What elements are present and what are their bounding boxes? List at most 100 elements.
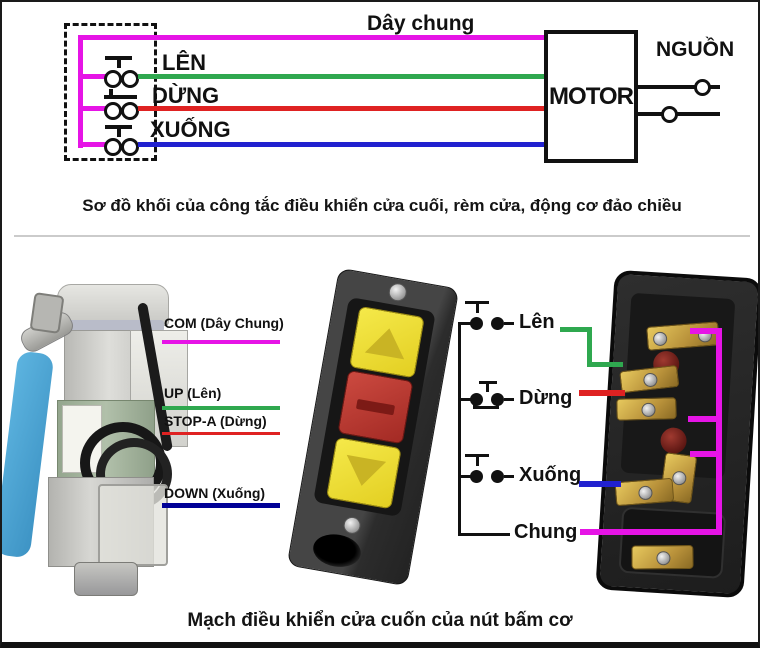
schematic-up-contact-right: [491, 317, 504, 330]
down-arrow-icon: [341, 454, 387, 490]
schematic-up-label: Lên: [519, 311, 555, 333]
schematic-down-lead: [504, 475, 514, 478]
stop-wire-label: DỪNG: [152, 83, 220, 108]
power-connector-top: [694, 79, 711, 96]
switch-body: [286, 267, 460, 587]
terminal-screw-stop: [641, 402, 656, 418]
common-wire-title: Dây chung: [367, 12, 475, 35]
up-button-actuator-cap: [105, 56, 132, 60]
power-source-label: NGUỒN: [656, 38, 735, 61]
up-jumper-seg3: [587, 362, 623, 367]
common-stub-up: [80, 74, 107, 79]
stop-legend-label: STOP-A (Dừng): [164, 413, 267, 429]
schematic-common-label: Chung: [514, 521, 578, 543]
terminal-lug-bottom: [631, 544, 694, 570]
up-button-actuator-stem: [117, 59, 121, 68]
up-wire-label: LÊN: [162, 50, 206, 75]
terminal-screw-up: [642, 372, 659, 388]
section-divider: [14, 235, 750, 237]
motor-clear-cover: [98, 484, 168, 566]
common-bus-stub-mid1: [688, 416, 722, 422]
stop-button-bridge: [104, 95, 137, 99]
down-wire: [138, 142, 545, 147]
schematic-up-contact-left: [470, 317, 483, 330]
schematic-stop-label: Dừng: [519, 387, 573, 409]
schematic-common-line: [458, 533, 510, 536]
switch-bottom-screw: [342, 515, 362, 536]
motor-clamp-hook: [29, 292, 65, 334]
bottom-caption: Mạch điều khiển cửa cuốn của nút bấm cơ: [187, 610, 573, 631]
down-wire-label: XUỐNG: [150, 117, 231, 142]
power-line-bottom: [638, 112, 720, 116]
common-stub-stop: [80, 106, 107, 111]
schematic-stop-lead: [504, 398, 514, 401]
stop-bar-icon: [355, 398, 396, 416]
motor-blue-strap: [2, 350, 55, 559]
common-stub-down: [80, 142, 107, 147]
block-diagram-caption: Sơ đồ khối của công tắc điều khiển cửa c…: [82, 196, 682, 215]
switch-button-panel: [313, 296, 436, 518]
common-bus-stub-mid2: [690, 451, 722, 457]
schematic-stop-contact-right: [491, 393, 504, 406]
cable-hole: [310, 530, 364, 571]
terminal-screw-top-left: [652, 331, 668, 347]
common-bus-stub-top: [690, 328, 722, 334]
stop-button-contact-left: [104, 102, 122, 120]
motor-top-cap: [57, 284, 169, 326]
common-jumper-horizontal: [580, 529, 722, 535]
com-wire-label: COM (Dây Chung): [164, 315, 284, 331]
stop-legend-underline: [162, 432, 280, 435]
schematic-down-stub: [458, 475, 474, 478]
motor-bottom-bracket: [74, 562, 138, 596]
terminal-lug-down: [614, 477, 675, 507]
down-legend-label: DOWN (Xuống): [164, 485, 266, 501]
schematic-bus-vertical: [458, 322, 461, 536]
schematic-down-contact-right: [491, 470, 504, 483]
common-wire-horizontal: [78, 35, 545, 40]
stop-jumper: [579, 390, 625, 396]
up-wire: [138, 74, 545, 79]
terminal-lug-stop: [616, 397, 677, 421]
terminal-screw-center: [671, 470, 688, 487]
schematic-stop-actuator-stem: [486, 381, 489, 392]
switch-top-screw: [387, 281, 409, 303]
switch-back-photo: [595, 266, 758, 599]
stop-button-contact-right: [121, 102, 139, 120]
schematic-up-lead: [504, 322, 514, 325]
up-arrow-icon: [364, 324, 410, 360]
common-wire-vertical: [78, 35, 83, 148]
motor-label: MOTOR: [549, 82, 634, 110]
up-jumper-seg2: [587, 327, 592, 367]
up-jumper-seg1: [560, 327, 592, 332]
common-bus-vertical: [716, 328, 722, 535]
schematic-up-actuator-stem: [476, 301, 479, 313]
terminal-screw-bottom: [656, 551, 671, 566]
power-line-top: [638, 85, 720, 89]
down-button-actuator-cap: [105, 125, 132, 129]
motor-neck-ring: [60, 320, 164, 332]
up-arrow-button: [349, 305, 425, 379]
schematic-down-contact-left: [470, 470, 483, 483]
schematic-down-label: Xuống: [519, 464, 582, 486]
schematic-down-actuator-stem: [476, 454, 479, 466]
terminal-screw-down: [637, 485, 653, 501]
power-connector-bottom: [661, 106, 678, 123]
schematic-stop-closed-bridge: [473, 400, 499, 409]
up-legend-underline: [162, 406, 280, 410]
down-legend-underline: [162, 503, 280, 508]
motor-box: MOTOR: [544, 30, 638, 163]
stop-wire: [138, 106, 545, 111]
stop-button-bridge-stem: [109, 89, 113, 96]
motor-photo: [2, 272, 192, 602]
com-wire-underline: [162, 340, 280, 344]
up-button-contact-left: [104, 70, 122, 88]
down-button-contact-right: [121, 138, 139, 156]
switch-photo: [286, 267, 460, 600]
down-button-contact-left: [104, 138, 122, 156]
up-legend-label: UP (Lên): [164, 385, 222, 401]
down-arrow-button: [325, 436, 402, 510]
schematic-stop-stub: [458, 398, 474, 401]
switch-enclosure-dashed-box: [64, 23, 157, 161]
schematic-up-stub: [458, 322, 474, 325]
